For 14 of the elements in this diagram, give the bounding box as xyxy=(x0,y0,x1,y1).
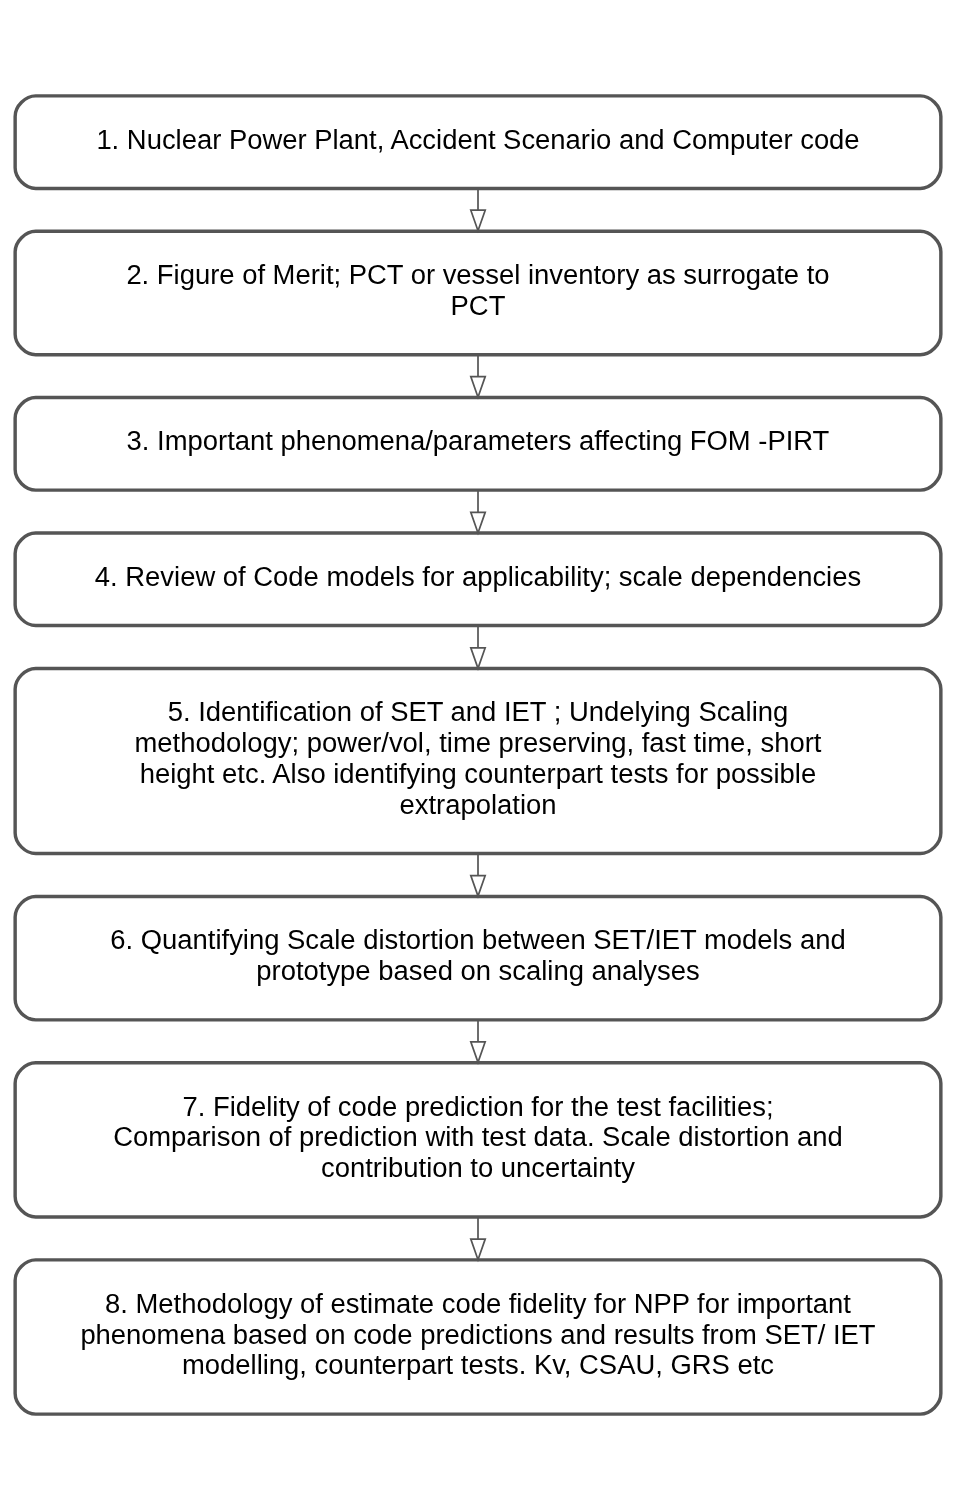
arrow xyxy=(469,489,487,536)
node-box: 8. Methodology of estimate code fidelity for NPP for important phenomena based on code predictions and results from SET/ IET modelling, counterpart tests. Kv, CSAU, GRS etc xyxy=(13,1258,943,1416)
node-box: 7. Fidelity of code prediction for the test facilities; Comparison of prediction with test data. Scale distortion and contribution to uncertainty xyxy=(13,1061,943,1219)
node-box: 3. Important phenomena/parameters affecting FOM -PIRT xyxy=(13,395,943,492)
arrow xyxy=(469,1216,487,1263)
node-box: 5. Identification of SET and IET ; Undelying Scaling methodology; power/vol, time preserving, fast time, short height etc. Also identifying counterpart tests for possible extrapolation xyxy=(13,666,943,856)
arrow xyxy=(469,354,487,400)
arrow xyxy=(469,1019,487,1065)
node-box: 6. Quantifying Scale distortion between SET/IET models and prototype based on scaling analyses xyxy=(13,894,943,1022)
arrow xyxy=(469,853,487,899)
node-box: 4. Review of Code models for applicability; scale dependencies xyxy=(13,531,943,628)
arrow xyxy=(469,625,487,671)
node-box: 2. Figure of Merit; PCT or vessel inventory as surrogate to PCT xyxy=(13,229,943,357)
node-box: 1. Nuclear Power Plant, Accident Scenario and Computer code xyxy=(13,94,943,191)
